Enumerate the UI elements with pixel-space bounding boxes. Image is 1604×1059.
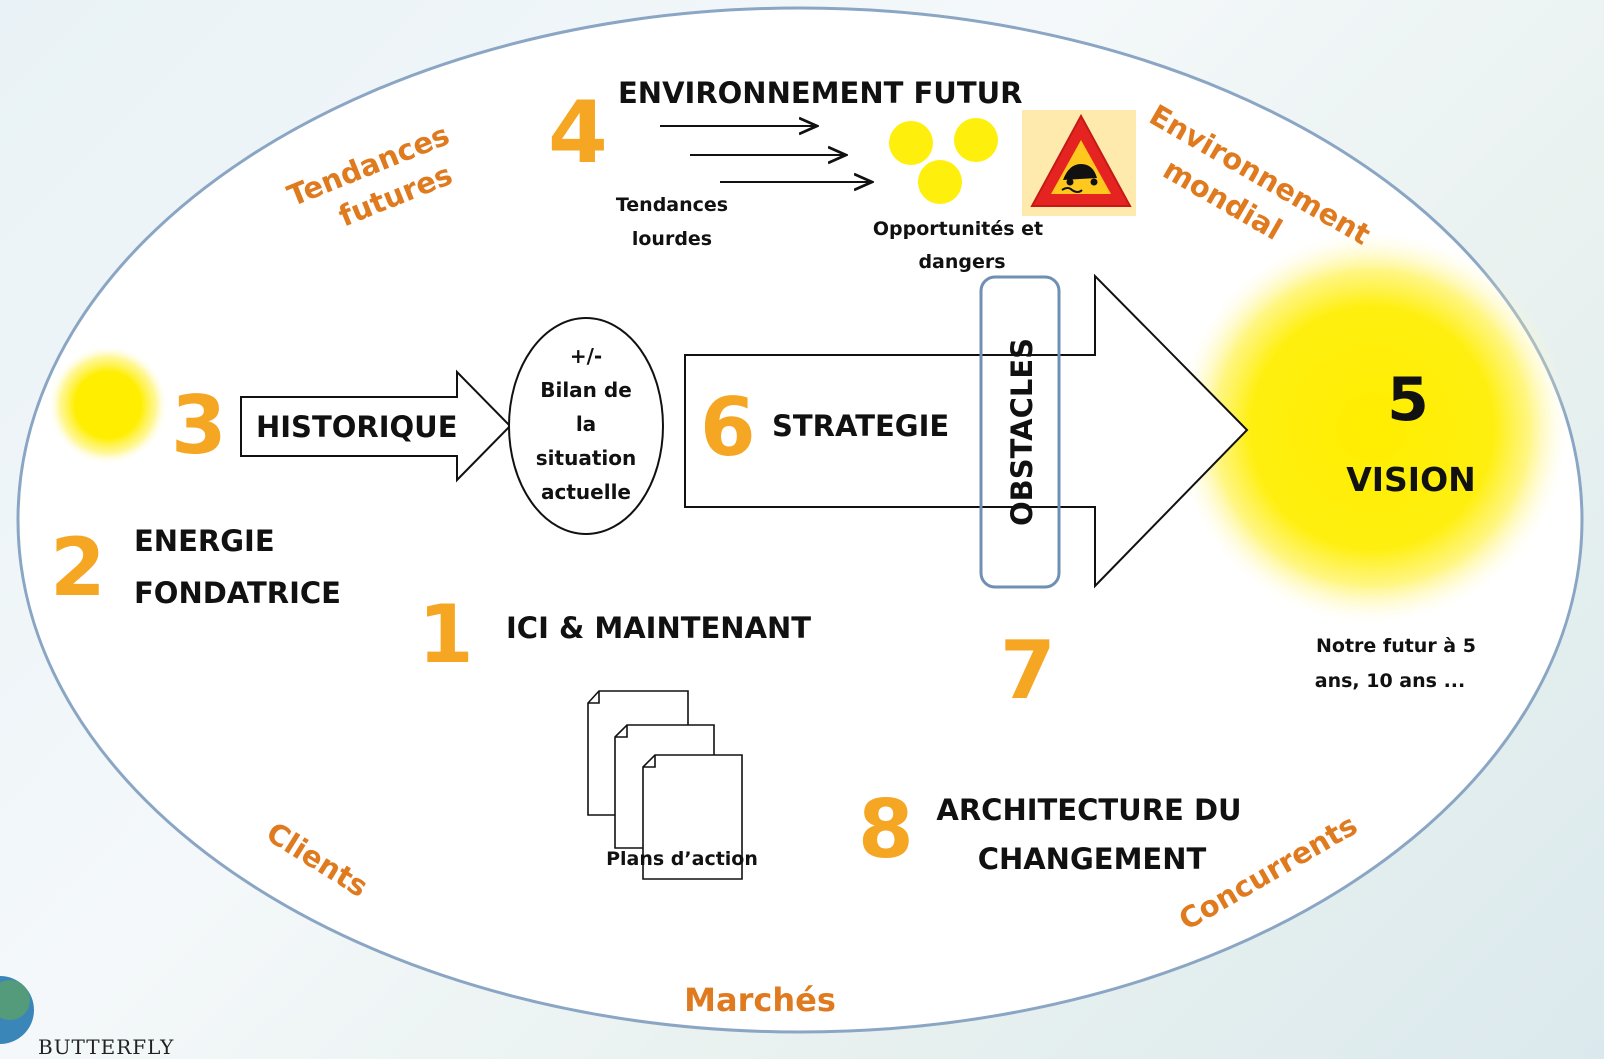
plans-label: Plans d’action bbox=[606, 848, 758, 870]
action-plan-documents-icon bbox=[587, 690, 743, 880]
number-6: 6 bbox=[700, 381, 756, 474]
number-3: 3 bbox=[171, 379, 227, 472]
future-env-title: ENVIRONNEMENT FUTUR bbox=[618, 76, 1023, 110]
vision-caption-2: ans, 10 ans ... bbox=[1315, 670, 1465, 692]
historique-label: HISTORIQUE bbox=[256, 410, 458, 444]
bilan-line-3: la bbox=[576, 412, 596, 436]
brand-name: BUTTERFLY bbox=[38, 1035, 175, 1059]
opportunities-label-2: dangers bbox=[918, 251, 1005, 273]
number-8: 8 bbox=[858, 783, 914, 876]
opportunities-label-1: Opportunités et bbox=[873, 218, 1043, 240]
architecture-label-2: CHANGEMENT bbox=[978, 842, 1207, 876]
number-7: 7 bbox=[1000, 624, 1056, 717]
bilan-line-1: +/- bbox=[570, 344, 602, 368]
energie-label-2: FONDATRICE bbox=[134, 576, 341, 610]
bilan-line-2: Bilan de bbox=[540, 378, 632, 402]
number-4: 4 bbox=[548, 83, 608, 183]
environment-ellipse bbox=[16, 6, 1584, 1034]
strategie-arrow bbox=[684, 273, 1249, 589]
vision-number: 5 bbox=[1387, 365, 1429, 435]
slippery-road-warning-icon bbox=[1022, 110, 1136, 216]
number-2: 2 bbox=[50, 521, 106, 614]
energy-sun bbox=[48, 345, 168, 465]
ici-label: ICI & MAINTENANT bbox=[506, 611, 811, 645]
energie-label-1: ENERGIE bbox=[134, 524, 275, 558]
vision-label: VISION bbox=[1346, 460, 1476, 499]
vision-sun bbox=[1176, 232, 1568, 624]
number-1: 1 bbox=[418, 588, 474, 681]
opportunity-dot-2 bbox=[954, 118, 998, 162]
strategie-label: STRATEGIE bbox=[772, 409, 949, 443]
obstacles-label: OBSTACLES bbox=[1005, 338, 1039, 526]
opportunity-dot-3 bbox=[918, 160, 962, 204]
bilan-ellipse bbox=[508, 317, 664, 535]
opportunity-dot-1 bbox=[889, 121, 933, 165]
architecture-label-1: ARCHITECTURE DU bbox=[936, 793, 1241, 827]
trends-label-1: Tendances bbox=[616, 194, 728, 216]
historique-arrow bbox=[240, 369, 512, 483]
bilan-line-4: situation bbox=[536, 446, 636, 470]
butterfly-logo-leaf-icon bbox=[0, 980, 30, 1020]
obstacles-box bbox=[979, 275, 1061, 589]
label-marches: Marchés bbox=[684, 981, 836, 1019]
vision-caption-1: Notre futur à 5 bbox=[1316, 635, 1476, 657]
trends-label-2: lourdes bbox=[632, 228, 712, 250]
bilan-line-5: actuelle bbox=[541, 480, 631, 504]
